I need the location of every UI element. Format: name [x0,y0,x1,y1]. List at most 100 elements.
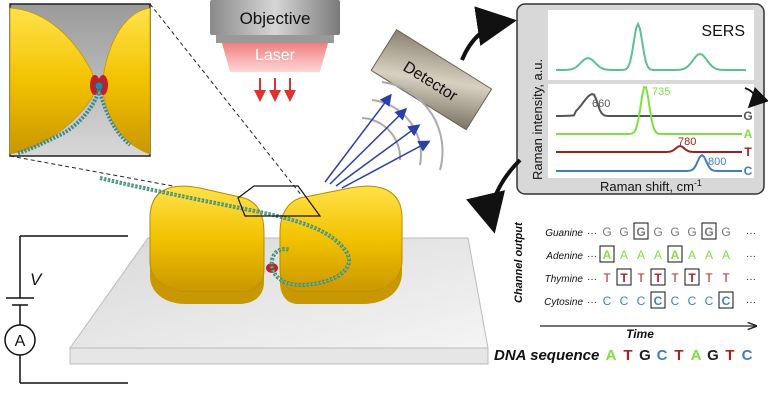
dna-sequence-base: A [606,347,617,364]
ellipsis: ··· [746,251,756,262]
channel-output-label: Channel output [513,221,525,303]
trace-base-label-c: C [744,164,753,178]
signal-arrow [460,6,517,61]
channel-base-symbol: G [636,225,645,239]
ellipsis: ··· [587,251,597,262]
channel-base-symbol: G [653,225,662,239]
detected-base-box [599,245,615,263]
channel-base-symbol: A [620,248,628,262]
peak-label-t: 780 [678,136,696,148]
circuit [4,235,128,384]
channel-base-symbol: T [722,271,730,285]
dna-sequence-base: G [707,347,719,364]
time-label: Time [626,327,654,341]
channel-base-symbol: G [602,225,611,239]
readout-arrow [466,158,522,234]
dna-sequence-base: A [691,347,702,364]
trace-line-t [556,144,742,153]
channel-base-symbol: A [654,248,662,262]
laser-label: Laser [255,47,296,64]
channel-base-symbol: A [705,248,713,262]
sers-label: SERS [701,23,745,40]
dna-sequence-base: C [742,347,753,364]
gold-electrodes [149,185,403,304]
spectrum-x-axis-label: Raman shift, cm-1 [600,178,702,194]
detected-base-box [650,268,666,286]
channel-base-symbol: G [687,225,696,239]
peak-label-g: 660 [592,98,610,110]
channel-base-symbol: T [637,271,645,285]
ellipsis: ··· [746,274,756,285]
trace-line-a [556,86,742,135]
trace-base-label-t: T [744,145,752,159]
detected-base-box [701,222,717,240]
channel-base-symbol: G [721,225,730,239]
objective-lens: Objective [210,0,340,43]
channel-base-symbol: G [619,225,628,239]
ellipsis: ··· [746,228,756,239]
ellipsis: ··· [587,297,597,308]
detected-base-box [633,222,649,240]
dna-sequence-base: T [623,347,632,364]
channel-base-symbol: C [620,294,629,308]
zoom-inset [9,3,151,157]
channel-base-symbol: C [603,294,612,308]
trace-base-label-g: G [743,109,752,123]
channel-row-name: Adenine [545,251,583,262]
laser-beam: Laser [222,43,328,102]
channel-base-symbol: T [671,271,679,285]
channel-base-symbol: A [671,248,680,262]
ellipsis: ··· [587,228,597,239]
channel-base-symbol: T [705,271,713,285]
channel-base-symbol: C [671,294,680,308]
spectrum-y-axis-label: Raman intensity, a.u. [530,59,545,180]
channel-base-symbol: T [620,271,628,285]
trace-line-c [556,153,742,172]
peak-label-a: 735 [652,86,670,98]
detected-base-box [667,245,683,263]
zoom-region-outline [237,185,322,217]
dna-sequence-base: T [725,347,734,364]
ellipsis: ··· [746,297,756,308]
channel-base-symbol: C [705,294,714,308]
peak-label-c: 800 [708,156,726,168]
voltage-label: V [30,270,43,289]
channel-row-name: Guanine [545,228,583,239]
channel-base-symbol: A [722,248,730,262]
channel-base-symbol: C [654,294,663,308]
spectrum-panel: SERS Raman intensity, a.u. Raman shift, … [516,3,765,195]
channel-base-symbol: C [722,294,731,308]
channel-base-symbol: A [603,248,612,262]
detected-base-box [718,291,734,309]
detected-base-box [650,291,666,309]
trace-line-g [556,93,742,117]
scattered-light [324,81,444,189]
channel-base-symbol: G [704,225,713,239]
channel-base-symbol: T [654,271,662,285]
ellipsis: ··· [587,274,597,285]
objective-label: Objective [240,9,311,28]
channel-row-name: Cytosine [544,297,583,308]
channel-base-symbol: C [688,294,697,308]
channel-base-symbol: T [603,271,611,285]
substrate [69,237,489,365]
detected-base-box [616,268,632,286]
dna-sequence-base: C [657,347,668,364]
ammeter-label: A [15,333,26,350]
channel-base-symbol: A [688,248,696,262]
channel-base-symbol: G [670,225,679,239]
channel-base-symbol: T [688,271,696,285]
dna-sequence-label: DNA sequence [494,347,599,364]
channel-base-symbol: A [637,248,645,262]
detected-base-box [684,268,700,286]
dna-sequence-base: T [674,347,683,364]
sers-spectrum-line [556,21,746,71]
dna-sequence-base: G [639,347,651,364]
channel-row-name: Thymine [545,274,584,285]
panel-curve-arrow [744,87,768,109]
channel-base-symbol: C [637,294,646,308]
trace-base-label-a: A [744,127,753,141]
